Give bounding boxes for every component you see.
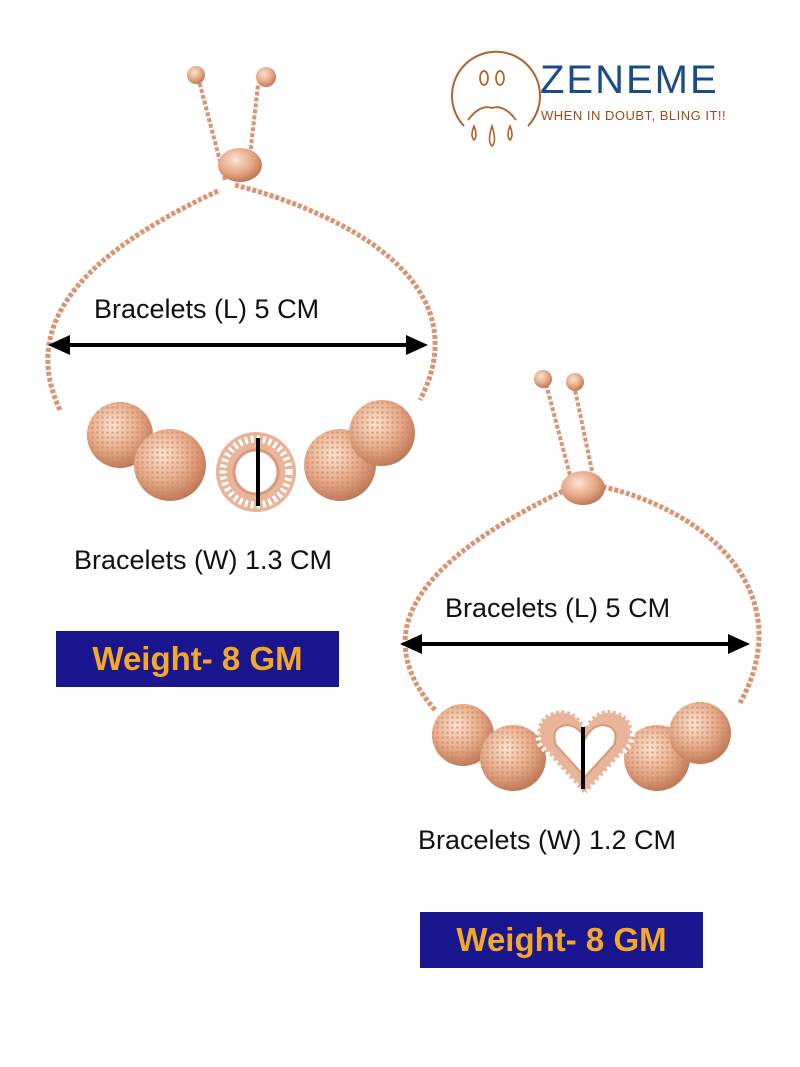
bracelet-2-weight-badge: Weight- 8 GM [420,912,703,968]
brand-name: ZENEME [540,58,719,102]
earring-logo-icon [451,50,541,148]
bracelet-2-length-arrow [400,634,750,654]
bracelet-1-width-marker [256,438,260,506]
bracelet-1-weight-text: Weight- 8 GM [92,640,303,677]
bracelet-2-slider [561,471,605,505]
brand-tagline: WHEN IN DOUBT, BLING IT!! [541,108,727,123]
bracelet-2-width-marker [581,727,585,789]
bracelet-1-weight-badge: Weight- 8 GM [56,631,339,687]
bracelet-2-charms [432,702,731,799]
bracelet-2-weight-text: Weight- 8 GM [456,921,667,958]
bracelet-1-image [45,66,438,512]
bracelet-1-slider [218,148,262,182]
bracelet-2-width-label: Bracelets (W) 1.2 CM [418,825,677,855]
bracelet-2-length-label: Bracelets (L) 5 CM [445,593,671,623]
brand-logo: ZENEME WHEN IN DOUBT, BLING IT!! [444,42,784,152]
bracelet-2-image [402,370,762,799]
bracelet-1-width-label: Bracelets (W) 1.3 CM [74,545,333,575]
bracelet-1-chain [45,182,438,412]
bracelet-1-length-arrow [48,335,428,355]
bracelet-1-charms [87,400,415,512]
bracelet-2-chain [402,480,762,712]
bracelet-1-length-label: Bracelets (L) 5 CM [94,294,320,324]
